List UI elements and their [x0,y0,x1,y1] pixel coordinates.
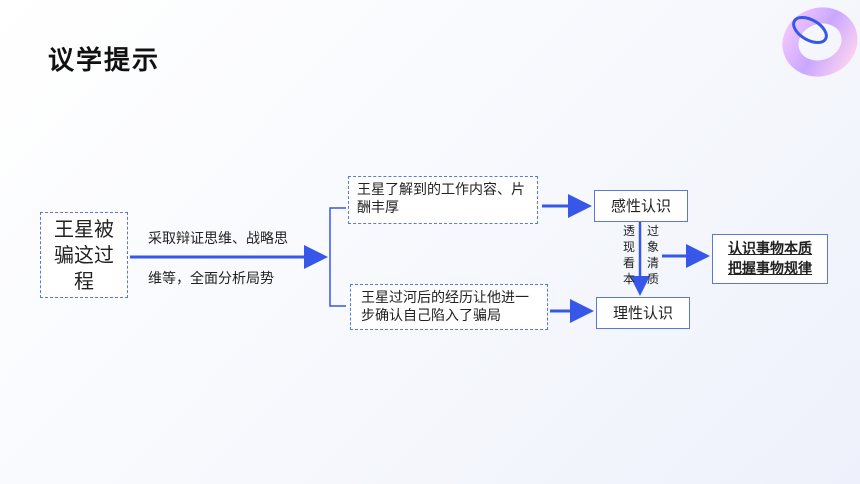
bracket-line [329,207,346,307]
vertical-right-char-1: 过 [646,224,659,238]
bottom-node: 王星过河后的经历让他进一步确认自己陷入了骗局 [350,284,548,330]
vertical-left-char-2: 现 [622,240,635,254]
vertical-left-char-4: 本 [622,272,635,286]
top-node: 王星了解到的工作内容、片酬丰厚 [348,176,538,224]
edge-label-line2: 维等，全面分析局势 [148,271,274,287]
vertical-right-char-3: 清 [646,256,659,270]
result-line2: 把握事物规律 [728,261,812,277]
vertical-left-char-3: 看 [622,256,635,270]
edge-label-line1: 采取辩证思维、战略思 [148,231,288,247]
bottom-node-text: 王星过河后的经历让他进一步确认自己陷入了骗局 [361,290,529,324]
vertical-right-char-4: 质 [646,272,659,286]
page-title: 议学提示 [48,46,161,76]
perceptual-node: 感性认识 [594,190,688,222]
vertical-left-char-1: 透 [622,224,635,238]
decorative-ring-icon [782,7,858,77]
result-node: 认识事物本质 把握事物规律 [712,234,828,284]
rational-node: 理性认识 [596,297,690,329]
root-node: 王星被骗这过程 [40,212,128,298]
root-node-text: 王星被骗这过程 [54,217,114,293]
vertical-right-char-2: 象 [646,240,659,254]
result-line1: 认识事物本质 [728,241,812,257]
top-node-text: 王星了解到的工作内容、片酬丰厚 [357,182,525,216]
